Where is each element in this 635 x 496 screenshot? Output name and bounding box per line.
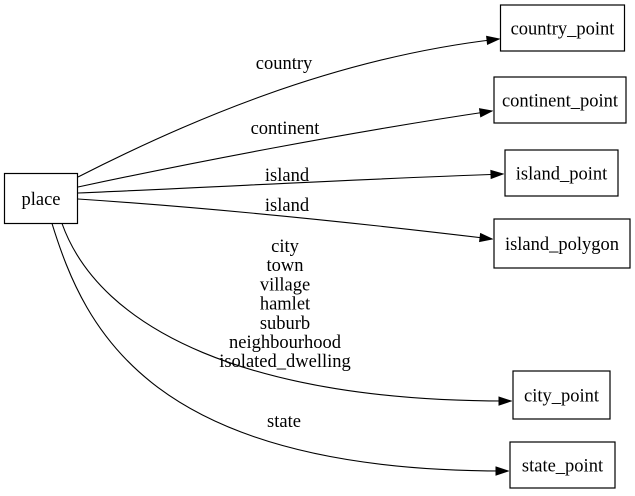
edge-label-city: city (271, 237, 299, 257)
edge-label-island-polygon: island (265, 196, 310, 216)
node-country_point-box (499, 4, 626, 52)
edge-label-neighbourhood: neighbourhood (229, 333, 342, 353)
node-island_point: island_point (504, 149, 619, 197)
node-continent_point-box (493, 76, 627, 124)
node-island_polygon-label: island_polygon (505, 235, 619, 255)
edge-label-state: state (267, 412, 301, 432)
edge-label-village: village (260, 275, 310, 295)
node-state_point: state_point (509, 441, 616, 489)
edge-label-suburb: suburb (260, 314, 310, 334)
node-country_point-label: country_point (511, 20, 616, 40)
edge-place-state_point (51, 223, 508, 472)
node-city_point-label: city_point (524, 387, 600, 407)
node-city_point-box (512, 370, 611, 420)
edge-place-island_point (77, 174, 503, 194)
node-city_point: city_point (512, 370, 611, 420)
node-place-box (3, 172, 79, 225)
node-layer: place country_point continent_point isla… (3, 4, 631, 489)
node-continent_point: continent_point (493, 76, 627, 124)
node-place-label: place (21, 190, 60, 210)
node-state_point-box (509, 441, 616, 489)
edge-place-continent_point (77, 111, 492, 188)
edge-label-town: town (267, 256, 304, 276)
node-continent_point-label: continent_point (502, 92, 619, 112)
edge-place-country_point (77, 39, 499, 178)
edge-label-isolated-dwelling: isolated_dwelling (219, 352, 351, 372)
node-island_polygon: island_polygon (493, 218, 631, 269)
node-island_polygon-box (493, 218, 631, 269)
edge-place-island_polygon (77, 198, 492, 239)
node-place: place (3, 172, 79, 225)
edge-label-island-point: island (265, 166, 310, 186)
edge-label-city-block: city town village hamlet suburb neighbou… (219, 237, 351, 372)
node-state_point-label: state_point (522, 457, 604, 477)
edge-place-city_point (61, 223, 511, 402)
edge-label-continent: continent (251, 119, 321, 139)
node-island_point-box (504, 149, 619, 197)
edge-label-hamlet: hamlet (260, 295, 311, 315)
edge-label-country: country (256, 54, 313, 74)
edge-label-layer: country continent island island city tow… (219, 54, 351, 432)
node-island_point-label: island_point (516, 165, 608, 185)
edge-layer (51, 39, 511, 472)
node-country_point: country_point (499, 4, 626, 52)
